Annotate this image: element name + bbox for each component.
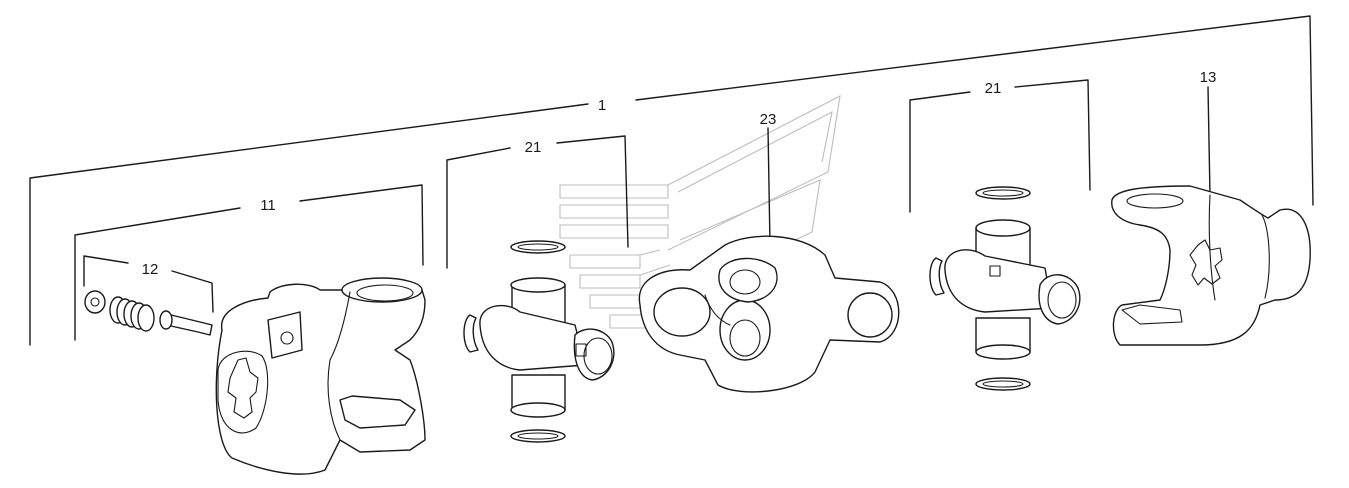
callout-label: 23 bbox=[760, 111, 777, 128]
callout-1: 1 bbox=[592, 93, 612, 114]
callout-label: 13 bbox=[1200, 69, 1217, 86]
callout-label: 11 bbox=[260, 197, 276, 214]
callout-21-right: 21 bbox=[985, 80, 1002, 97]
part-11-yoke bbox=[215, 277, 426, 475]
callout-23: 23 bbox=[760, 111, 777, 128]
part-21-cross-left bbox=[463, 240, 615, 443]
callout-label: 1 bbox=[598, 97, 606, 114]
callout-13: 13 bbox=[1200, 69, 1217, 86]
part-21-cross-right bbox=[929, 186, 1081, 391]
part-13-end-yoke bbox=[1111, 185, 1311, 346]
part-12-spring-pin bbox=[84, 290, 213, 336]
bracket-lines bbox=[29, 15, 1314, 346]
callout-12: 12 bbox=[142, 261, 159, 278]
callout-label: 12 bbox=[142, 261, 159, 278]
callout-label: 21 bbox=[985, 80, 1002, 97]
callout-label: 21 bbox=[525, 139, 542, 156]
callout-11: 11 bbox=[260, 197, 276, 214]
callout-21-left: 21 bbox=[525, 139, 542, 156]
part-23-center-yoke bbox=[638, 235, 900, 393]
